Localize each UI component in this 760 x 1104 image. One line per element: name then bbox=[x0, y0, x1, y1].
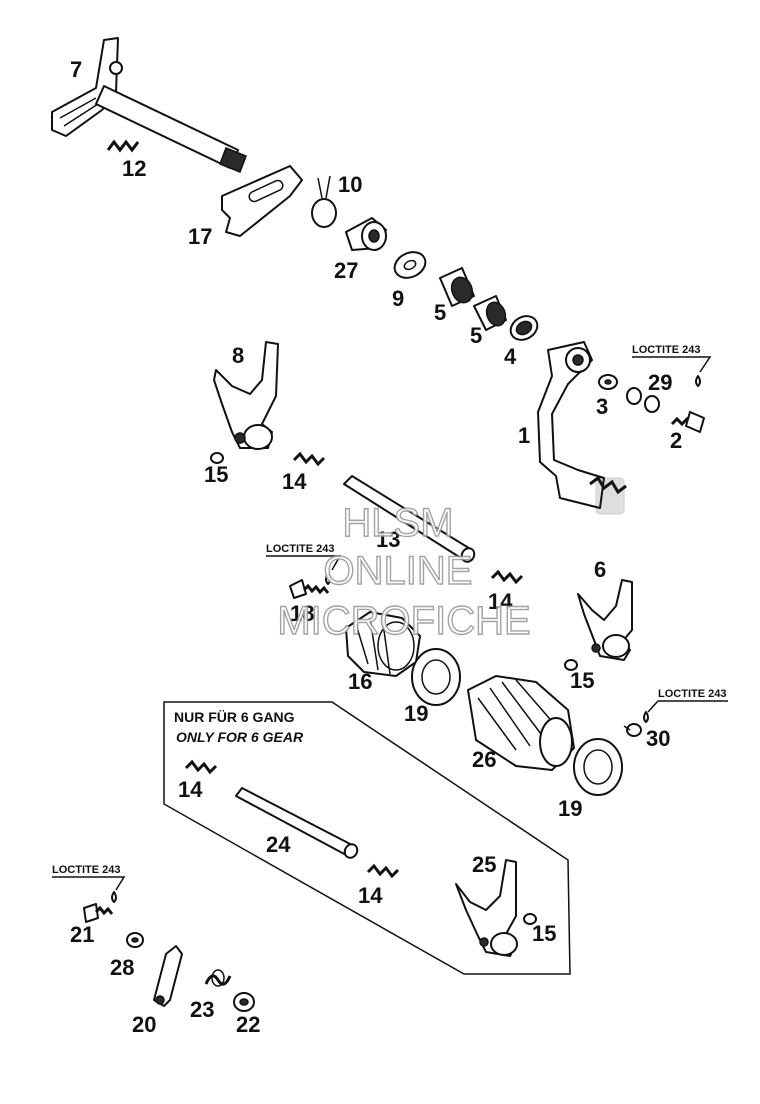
label-12: 12 bbox=[122, 156, 146, 181]
part-9-washer[interactable] bbox=[390, 247, 429, 282]
note-german: NUR FÜR 6 GANG bbox=[174, 709, 295, 725]
loctite-label-d: LOCTITE 243 bbox=[52, 864, 120, 876]
part-14-spring-c[interactable] bbox=[184, 759, 218, 775]
part-10-spring-clip[interactable] bbox=[311, 175, 337, 228]
label-14-a: 14 bbox=[282, 469, 307, 494]
loctite-callout-d: LOCTITE 243 bbox=[52, 864, 126, 903]
label-20: 20 bbox=[132, 1012, 156, 1037]
label-21: 21 bbox=[70, 922, 94, 947]
part-2-bolt[interactable] bbox=[670, 411, 705, 433]
label-30: 30 bbox=[646, 726, 670, 751]
loctite-label-c: LOCTITE 243 bbox=[658, 688, 726, 700]
label-9: 9 bbox=[392, 286, 404, 311]
part-5-needle-bearing-a[interactable] bbox=[439, 267, 476, 307]
label-26: 26 bbox=[472, 747, 496, 772]
part-26-shift-drum[interactable] bbox=[467, 675, 575, 771]
part-19-seal-a[interactable] bbox=[411, 648, 461, 706]
watermark-line-3: MICROFICHE bbox=[277, 599, 530, 643]
loctite-label-a: LOCTITE 243 bbox=[632, 344, 700, 356]
label-19-a: 19 bbox=[404, 701, 428, 726]
part-29-lock-washer[interactable] bbox=[626, 387, 660, 413]
label-7: 7 bbox=[70, 57, 82, 82]
label-14-d: 14 bbox=[358, 883, 383, 908]
part-23-spring[interactable] bbox=[204, 969, 232, 987]
six-gear-option-box bbox=[163, 701, 571, 975]
label-18: 18 bbox=[290, 601, 314, 626]
label-19-b: 19 bbox=[558, 796, 582, 821]
part-12-spring[interactable] bbox=[106, 139, 140, 153]
label-28: 28 bbox=[110, 955, 134, 980]
label-5-a: 5 bbox=[434, 300, 446, 325]
watermark-line-2: ONLINE bbox=[324, 549, 473, 593]
part-25-shift-fork[interactable] bbox=[455, 859, 518, 957]
part-14-spring-d[interactable] bbox=[366, 863, 400, 879]
part-20-lever[interactable] bbox=[153, 945, 183, 1007]
part-5-needle-bearing-b[interactable] bbox=[473, 295, 509, 331]
part-15-pin-b[interactable] bbox=[564, 659, 578, 671]
part-6-shift-fork[interactable] bbox=[577, 579, 633, 661]
loctite-callout-a: LOCTITE 243 bbox=[632, 344, 712, 387]
label-6: 6 bbox=[594, 557, 606, 582]
loctite-label-b: LOCTITE 243 bbox=[266, 543, 334, 555]
part-1-shift-lever[interactable] bbox=[537, 341, 627, 515]
part-3-washer[interactable] bbox=[598, 374, 618, 390]
label-8: 8 bbox=[232, 343, 244, 368]
label-24: 24 bbox=[266, 832, 291, 857]
label-17: 17 bbox=[188, 224, 212, 249]
part-24-shaft[interactable] bbox=[235, 787, 360, 860]
loctite-callout-c: LOCTITE 243 bbox=[643, 688, 728, 723]
label-4: 4 bbox=[504, 344, 517, 369]
label-1: 1 bbox=[518, 423, 530, 448]
label-23: 23 bbox=[190, 997, 214, 1022]
label-2: 2 bbox=[670, 428, 682, 453]
part-8-shift-fork[interactable] bbox=[213, 341, 279, 450]
part-13-shaft[interactable] bbox=[343, 475, 477, 564]
label-14-c: 14 bbox=[178, 777, 203, 802]
part-14-spring-a[interactable] bbox=[292, 451, 326, 467]
note-english: ONLY FOR 6 GEAR bbox=[176, 729, 304, 745]
part-27-roller[interactable] bbox=[345, 217, 387, 251]
part-18-bolt[interactable] bbox=[289, 579, 330, 599]
label-3: 3 bbox=[596, 394, 608, 419]
loctite-callout-b: LOCTITE 243 bbox=[266, 543, 342, 585]
watermark-line-1: HLSM bbox=[342, 501, 453, 545]
part-30-screw[interactable] bbox=[623, 723, 642, 737]
part-22-roller[interactable] bbox=[233, 992, 255, 1012]
label-22: 22 bbox=[236, 1012, 260, 1037]
label-10: 10 bbox=[338, 172, 362, 197]
part-15-pin-a[interactable] bbox=[210, 452, 224, 464]
watermark: HLSM ONLINE MICROFICHE bbox=[277, 500, 532, 643]
label-27: 27 bbox=[334, 258, 358, 283]
part-15-pin-c[interactable] bbox=[523, 913, 537, 925]
label-15-c: 15 bbox=[532, 921, 556, 946]
label-29: 29 bbox=[648, 370, 672, 395]
label-25: 25 bbox=[472, 852, 496, 877]
part-4-seal-ring[interactable] bbox=[506, 311, 541, 344]
label-16: 16 bbox=[348, 669, 372, 694]
part-17-plate[interactable] bbox=[221, 165, 303, 237]
label-15-a: 15 bbox=[204, 462, 228, 487]
label-5-b: 5 bbox=[470, 323, 482, 348]
label-14-b: 14 bbox=[488, 589, 513, 614]
part-19-seal-b[interactable] bbox=[573, 738, 623, 796]
part-7-shift-shaft[interactable] bbox=[51, 37, 247, 173]
part-21-bolt[interactable] bbox=[83, 903, 114, 923]
part-28-washer[interactable] bbox=[126, 932, 144, 948]
label-13: 13 bbox=[376, 527, 400, 552]
label-15-b: 15 bbox=[570, 668, 594, 693]
part-14-spring-b[interactable] bbox=[490, 569, 524, 585]
